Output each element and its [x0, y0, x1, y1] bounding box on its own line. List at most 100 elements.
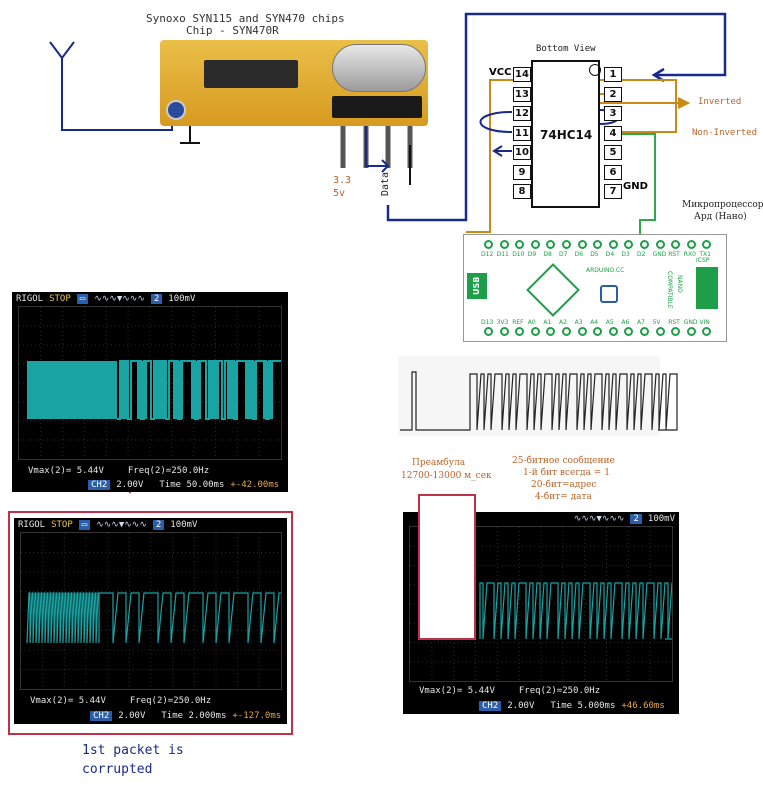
ic-74hc14: 74HC14 — [531, 60, 601, 208]
preamble-label-line1: Преамбула — [412, 458, 466, 468]
inverted-label: Inverted — [698, 97, 742, 107]
nano-pin-label-top-3: D9 — [527, 251, 537, 258]
gnd-label: GND — [623, 181, 648, 192]
scope-ch-label: CH2 — [88, 479, 111, 490]
nano-pin-label-top-8: D4 — [605, 251, 615, 258]
nano-pin-label-top-5: D7 — [559, 251, 568, 258]
message-label-line4: 4-бит= дата — [535, 492, 592, 502]
nano-pin-bottom-13 — [686, 327, 696, 336]
nano-pin-top-7 — [593, 240, 603, 249]
packet-block — [173, 361, 183, 419]
ic-pin-left-5: 9 — [513, 164, 531, 180]
usb-port: USB — [467, 273, 487, 299]
scope-freq: Freq(2)=250.0Hz — [129, 695, 212, 706]
nano-pin-bottom-11 — [655, 327, 665, 336]
scope-offset: +-127.0ms — [232, 710, 282, 721]
nano-pin-label-top-10: D2 — [637, 251, 646, 258]
nano-pin-label-top-9: D3 — [621, 251, 630, 258]
nano-pin-label-top-1: D11 — [496, 251, 509, 258]
ic-orange-wiring — [466, 79, 691, 233]
board-text: ARDUINO.CC — [586, 267, 625, 274]
reset-button — [600, 285, 618, 303]
preamble-label-line2: 12700-13000 м_сек — [401, 471, 492, 481]
decoded-waveform — [398, 356, 678, 436]
packet-block — [263, 361, 273, 419]
nano-pin-bottom-12 — [671, 327, 681, 336]
nano-pin-top-10 — [640, 240, 649, 249]
compatible-label: COMPATIBLE — [666, 271, 673, 309]
nano-pin-label-bottom-0: D13 — [481, 319, 494, 326]
nano-pin-label-bottom-6: A3 — [574, 319, 583, 326]
scope-volt-div: 100mV — [170, 519, 198, 530]
nano-pin-label-bottom-12: RST — [668, 319, 680, 326]
scope-freq: Freq(2)=250.0Hz — [518, 685, 601, 696]
nano-pin-label-bottom-14: VIN — [699, 319, 710, 326]
ic-pin-left-2: 12 — [513, 106, 531, 121]
nano-pin-bottom-3 — [530, 327, 540, 336]
ic-pin-right-6: 7 — [604, 184, 622, 199]
message-label-line2: 1-й бит всегда = 1 — [523, 468, 610, 478]
scope-top-bar: RIGOL STOP ▭ ∿∿∿▼∿∿∿ 2 100mV — [12, 292, 288, 305]
scope-volt-div: 100mV — [647, 513, 675, 524]
ic-view-label: Bottom View — [536, 44, 596, 54]
scope-ch-label: CH2 — [90, 710, 113, 721]
mcu-chip — [526, 263, 580, 317]
data-wire — [386, 12, 727, 222]
message-label-line1: 25-битное сообщение — [512, 456, 615, 466]
nano-pin-bottom-5 — [562, 327, 571, 336]
battery-icon: ▭ — [76, 293, 89, 304]
receiver-title-line1: Synoxo SYN115 and SYN470 chips — [146, 12, 345, 25]
nano-pin-label-bottom-1: 3V3 — [496, 319, 509, 326]
ic-pin-right-1: 2 — [604, 86, 622, 102]
nano-pin-bottom-10 — [640, 327, 649, 336]
scope-time: Time 50.00ms — [159, 479, 225, 490]
ic-pin-left-0: 14 — [513, 67, 531, 82]
nano-pin-bottom-2 — [515, 327, 525, 336]
icsp-header — [696, 267, 718, 309]
nano-pin-label-bottom-11: 5V — [652, 319, 661, 326]
packet-block — [191, 361, 201, 419]
nano-pin-top-12 — [671, 240, 681, 249]
nano-pin-bottom-1 — [499, 327, 509, 336]
corrupted-packet-frame — [8, 511, 293, 735]
noise-band — [27, 361, 117, 419]
scope-time: Time 2.000ms — [161, 710, 227, 721]
nano-pin-top-13 — [686, 240, 696, 249]
ic-pin-right-5: 6 — [604, 164, 622, 180]
scope-channel: 2 — [152, 519, 165, 530]
nano-pin-label-top-7: D5 — [590, 251, 599, 258]
scope-overview: RIGOL STOP ▭ ∿∿∿▼∿∿∿ 2 100mV Vmax(2)= 5.… — [12, 292, 305, 492]
corrupted-note-line2: corrupted — [82, 762, 153, 777]
packet-block — [209, 361, 219, 419]
packet-block — [137, 361, 147, 419]
antenna-pad — [166, 100, 186, 120]
scope-volt-div: 100mV — [168, 293, 196, 304]
scope-screen — [18, 306, 305, 460]
scope-bottom-bar: CH2 2.00V Time 50.00ms +-42.00ms — [12, 478, 288, 491]
nano-pin-bottom-14 — [702, 327, 712, 336]
nano-pin-label-bottom-10: A7 — [637, 319, 645, 326]
scope-zoom: RIGOL STOP ▭ ∿∿∿▼∿∿∿ 2 100mV Vmax(2)= 5.… — [14, 518, 307, 724]
nano-pin-bottom-7 — [593, 327, 603, 336]
nano-pin-bottom-8 — [608, 327, 618, 336]
message-label-line3: 20-бит=адрес — [531, 480, 597, 490]
scope-time: Time 5.000ms — [550, 700, 616, 711]
trigger-icon: ∿∿∿▼∿∿∿ — [94, 293, 145, 304]
scope-state: STOP — [51, 519, 73, 530]
nano-pin-label-top-14: TX1 — [699, 251, 711, 258]
nano-pin-bottom-9 — [624, 327, 634, 336]
nano-pin-top-6 — [577, 240, 587, 249]
rf-receiver-module — [160, 40, 428, 126]
scope-ch-scale: 2.00V — [118, 710, 146, 721]
nano-pin-label-top-12: RST — [668, 251, 680, 258]
scope-channel: 2 — [150, 293, 163, 304]
zoom-trace — [26, 592, 307, 644]
crystal-oscillator — [332, 44, 426, 92]
nano-pin-label-bottom-13: GND — [683, 319, 698, 326]
mcu-label-line2: Ард (Нано) — [694, 212, 747, 222]
arduino-nano-board: USB ARDUINO.CC NANO COMPATIBLE ICSP — [463, 234, 727, 342]
nano-pin-label-top-2: D10 — [512, 251, 525, 258]
nano-pin-top-9 — [624, 240, 634, 249]
nano-pin-label-top-6: D6 — [574, 251, 584, 258]
scope-vmax: Vmax(2)= 5.44V — [419, 685, 495, 696]
